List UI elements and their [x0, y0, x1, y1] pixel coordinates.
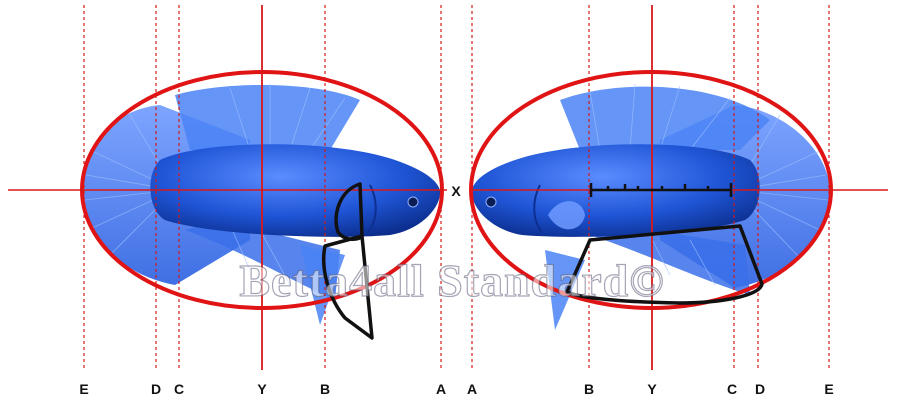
left-fish-eye	[407, 196, 419, 208]
right-fin-outlines	[565, 224, 764, 305]
right-guide-labels: A B Y C D E	[467, 381, 834, 397]
right-label-a: A	[467, 381, 477, 397]
right-fish-eye	[485, 196, 497, 208]
right-label-y: Y	[647, 381, 657, 397]
left-fin-outlines	[322, 182, 374, 340]
right-label-b: B	[584, 381, 594, 397]
measurement-ruler	[589, 183, 733, 197]
left-guide-labels: E D C Y B A	[79, 381, 446, 397]
right-anal-fin-outline	[565, 224, 764, 305]
left-guide-lines	[83, 5, 442, 370]
left-label-e: E	[79, 381, 88, 397]
left-label-b: B	[320, 381, 330, 397]
watermark-text: Betta4all Standard©	[239, 255, 664, 306]
center-x-mark: X	[451, 183, 461, 199]
left-label-d: D	[151, 381, 161, 397]
right-label-e: E	[824, 381, 833, 397]
right-label-d: D	[755, 381, 765, 397]
left-label-a: A	[436, 381, 446, 397]
left-ventral-outline	[322, 234, 374, 340]
right-label-c: C	[727, 381, 737, 397]
left-label-y: Y	[257, 381, 267, 397]
left-label-c: C	[174, 381, 184, 397]
right-guide-lines	[471, 5, 830, 370]
